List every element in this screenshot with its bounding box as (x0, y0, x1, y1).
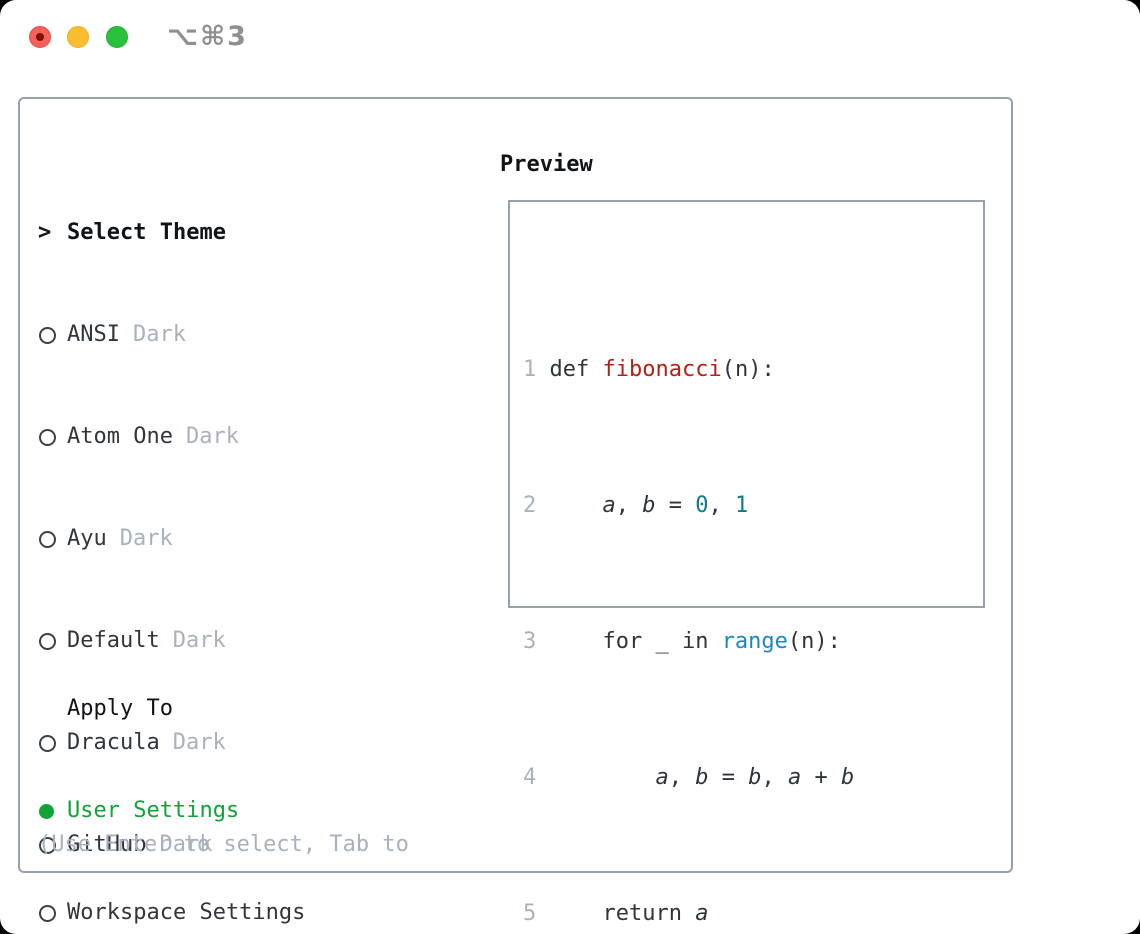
preview-box: 1 def fibonacci(n): 2 a, b = 0, 1 3 for … (508, 200, 985, 926)
theme-list-header: > Select Theme (38, 216, 318, 250)
radio-unselected-icon (38, 632, 67, 650)
code-line: 3 for _ in range(n): (523, 629, 841, 654)
theme-list: > Select Theme ANSI Dark Atom One Dark A… (38, 148, 318, 934)
zoom-button[interactable] (106, 26, 128, 48)
close-dot-icon (36, 33, 44, 41)
code-line: 4 a, b = b, a + b (523, 765, 855, 790)
radio-unselected-icon (38, 530, 67, 548)
theme-option-ayu-dark[interactable]: Ayu Dark (38, 522, 318, 556)
preview-title: Preview (500, 152, 593, 177)
close-button[interactable] (29, 26, 51, 48)
theme-option-github-dark[interactable]: GitHub Dark (38, 828, 318, 862)
apply-to-header: Apply To (38, 692, 305, 726)
hint-line-1: (Use Enter to select, Tab to (38, 832, 409, 857)
radio-unselected-icon (38, 734, 67, 752)
theme-option-ansi-dark[interactable]: ANSI Dark (38, 318, 318, 352)
code-line: 1 def fibonacci(n): (523, 357, 775, 382)
theme-option-dracula-dark[interactable]: Dracula Dark (38, 726, 318, 760)
theme-option-default-dark[interactable]: Default Dark (38, 624, 318, 658)
code-preview: 1 def fibonacci(n): 2 a, b = 0, 1 3 for … (523, 251, 934, 934)
apply-option-user-settings[interactable]: User Settings (38, 794, 305, 828)
radio-unselected-icon (38, 428, 67, 446)
hint-line-2: change focus) (38, 930, 409, 934)
theme-list-title: Select Theme (67, 220, 226, 245)
apply-to-title: Apply To (67, 696, 173, 721)
minimize-button[interactable] (67, 26, 89, 48)
code-line: 5 return a (523, 901, 709, 926)
radio-unselected-icon (38, 904, 67, 922)
theme-selector-panel: > Select Theme ANSI Dark Atom One Dark A… (18, 97, 1013, 926)
code-line: 2 a, b = 0, 1 (523, 493, 749, 518)
keyboard-hint: (Use Enter to select, Tab to change focu… (38, 760, 409, 934)
radio-selected-icon (38, 803, 67, 819)
radio-unselected-icon (38, 326, 67, 344)
prompt-caret-icon: > (38, 220, 52, 245)
radio-unselected-icon (38, 836, 67, 854)
theme-option-atom-one-dark[interactable]: Atom One Dark (38, 420, 318, 454)
apply-option-workspace-settings[interactable]: Workspace Settings (38, 896, 305, 930)
window-title: ⌥⌘3 (167, 21, 248, 52)
titlebar: ⌥⌘3 (0, 0, 1140, 74)
apply-to-section: Apply To User Settings Workspace Setting… (38, 624, 305, 934)
